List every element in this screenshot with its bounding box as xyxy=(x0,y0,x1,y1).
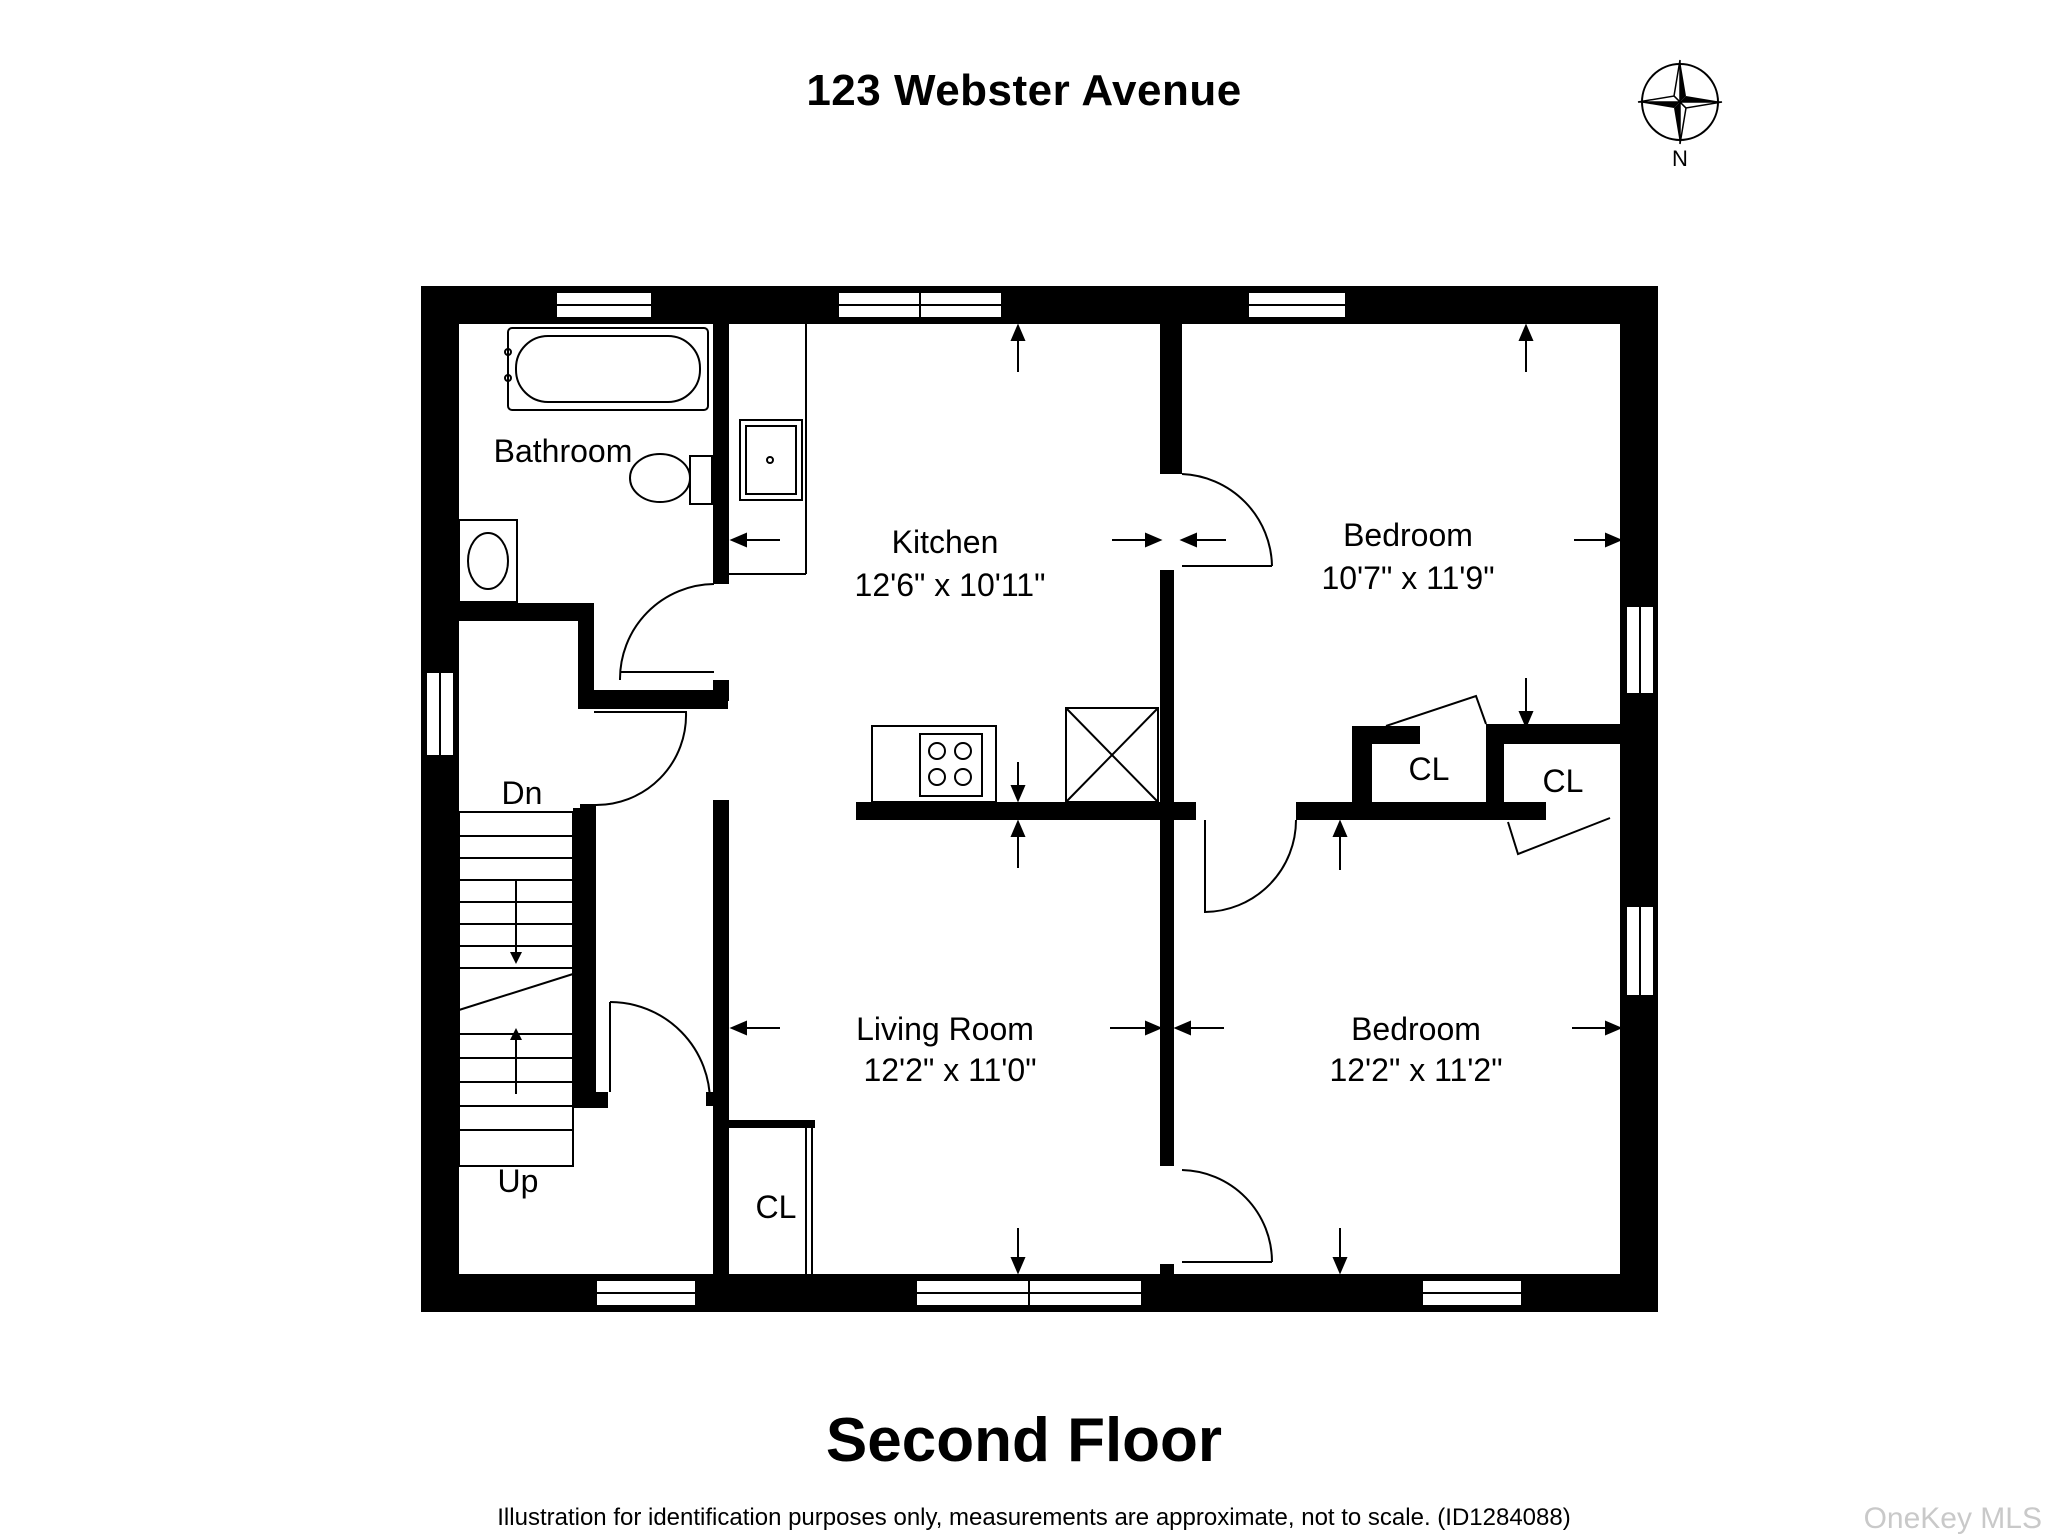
disclaimer-text: Illustration for identification purposes… xyxy=(497,1504,1571,1531)
room-dims-living-room: 12'2" x 11'0" xyxy=(863,1052,1036,1088)
door-bedroom-2-bottom xyxy=(1181,1169,1273,1263)
dimension-markers xyxy=(729,323,1623,1275)
door-bedroom-1 xyxy=(1181,473,1273,567)
fixtures xyxy=(458,317,1159,803)
compass-north-label: N xyxy=(1672,146,1688,168)
door-bedroom-2-top xyxy=(1204,819,1297,914)
closet-label: CL xyxy=(756,1189,797,1225)
stove xyxy=(871,725,997,803)
door-closet-2 xyxy=(1507,817,1611,856)
room-dims-bedroom-2: 12'2" x 11'2" xyxy=(1329,1052,1502,1088)
room-dims-bedroom-1: 10'7" x 11'9" xyxy=(1321,560,1494,596)
room-label-living-room: Living Room xyxy=(856,1011,1034,1047)
room-dims-kitchen: 12'6" x 10'11" xyxy=(855,567,1046,603)
room-label-kitchen: Kitchen xyxy=(892,524,999,560)
closet-label: CL xyxy=(1409,751,1450,787)
door-bathroom xyxy=(618,583,715,681)
room-label-bedroom-2: Bedroom xyxy=(1351,1011,1481,1047)
doors xyxy=(593,473,1611,1274)
stairs-up-label: Up xyxy=(498,1163,539,1199)
watermark-logo: OneKey MLS xyxy=(1863,1502,2042,1535)
door-closet-1 xyxy=(1385,694,1487,727)
plan-title: 123 Webster Avenue xyxy=(806,66,1242,115)
floor-title: Second Floor xyxy=(825,1406,1223,1475)
kitchen-sink xyxy=(739,419,803,501)
stairs-down-label: Dn xyxy=(502,775,543,811)
door-living-closet xyxy=(609,1001,712,1105)
chimney xyxy=(1065,707,1159,803)
door-stair xyxy=(593,711,688,807)
room-label-bathroom: Bathroom xyxy=(494,433,633,469)
room-label-bedroom-1: Bedroom xyxy=(1343,517,1473,553)
stairs xyxy=(458,811,574,1167)
compass-icon: N xyxy=(1637,59,1723,168)
toilet xyxy=(629,453,691,503)
bathtub xyxy=(507,327,709,411)
bathroom-sink xyxy=(458,519,518,603)
closet-label: CL xyxy=(1543,763,1584,799)
